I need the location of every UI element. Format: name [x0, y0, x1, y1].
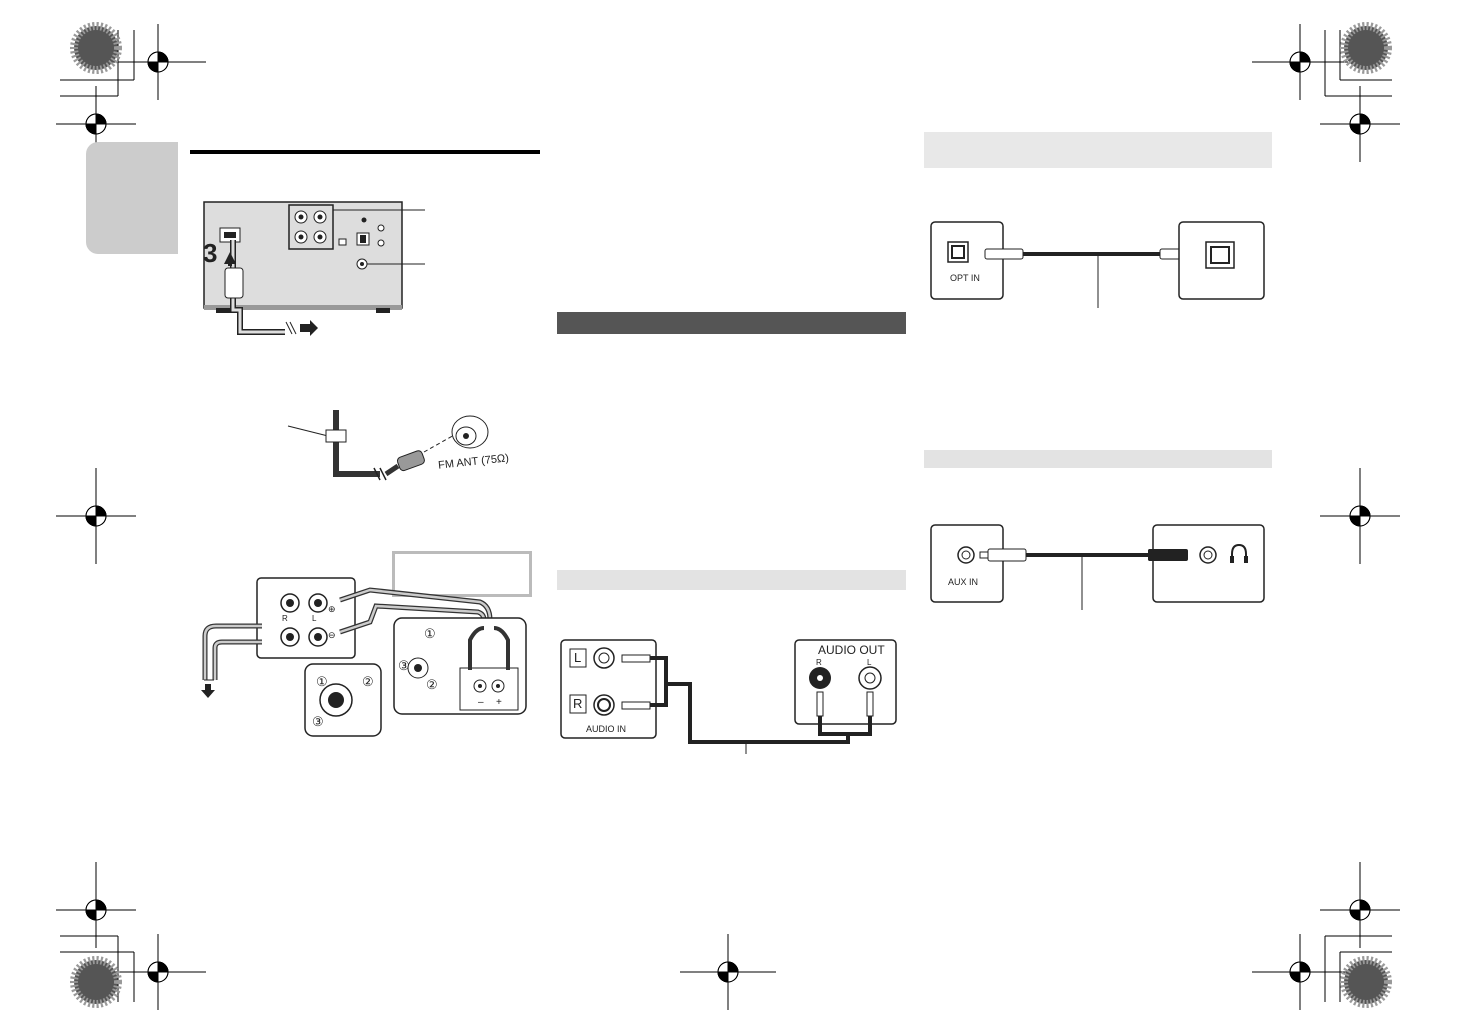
audio-out-l-label: L [867, 658, 872, 667]
speaker-plus-label: ⊕ [328, 604, 336, 614]
section-header-light [924, 132, 1272, 168]
section-header-light [924, 450, 1272, 468]
audio-in-l-label: L [574, 650, 582, 665]
terminal-plus-label: + [496, 697, 502, 708]
audio-out-r-label: R [816, 658, 822, 667]
box-step-1: ① [424, 626, 436, 641]
detail-step-3: ③ [312, 714, 324, 729]
note-box [392, 551, 532, 597]
speaker-minus-label: ⊖ [328, 630, 336, 640]
box-step-2: ② [426, 677, 438, 692]
side-tab [86, 142, 178, 254]
opt-in-label: OPT IN [950, 273, 980, 283]
audio-out-label: AUDIO OUT [818, 643, 885, 657]
section-rule [190, 150, 540, 154]
audio-in-r-label: R [573, 696, 583, 711]
speaker-l-label: L [312, 614, 317, 623]
section-header-light [557, 570, 906, 590]
detail-step-2: ② [362, 674, 374, 689]
headphones-icon [1230, 545, 1248, 563]
terminal-minus-label: – [478, 697, 484, 708]
speaker-r-label: R [282, 614, 288, 623]
step-number: 3 [203, 238, 218, 268]
audio-in-label: AUDIO IN [586, 724, 627, 734]
detail-step-1: ① [316, 674, 328, 689]
section-header-dark [557, 312, 906, 334]
aux-in-label: AUX IN [948, 577, 979, 587]
box-step-3: ③ [398, 658, 410, 673]
